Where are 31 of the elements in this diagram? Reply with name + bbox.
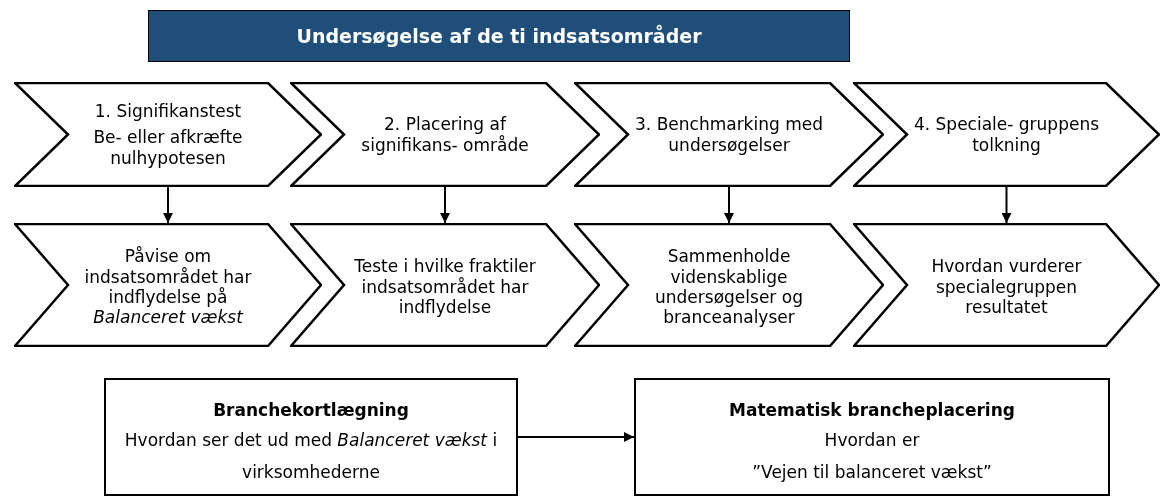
step-text: Be- eller afkræfte nulhypotesen <box>92 127 244 169</box>
step-text: 3. Benchmarking med undersøgelser <box>634 114 824 155</box>
chevron-step <box>853 82 1160 187</box>
chevron-step <box>853 223 1160 347</box>
chevron-step <box>14 82 322 187</box>
box-heading: Matematisk brancheplacering <box>729 399 1015 422</box>
step-text: 1. Signifikanstest <box>94 100 242 122</box>
arrow <box>440 186 450 224</box>
step-text: 2. Placering af signifikans- område <box>360 114 530 155</box>
step-text: ”Vejen til balanceret vækst” <box>752 461 992 484</box>
chevron-step <box>574 82 884 187</box>
step-text: Hvordan ser det ud med Balanceret vækst i virksomhederne <box>123 429 499 484</box>
step-text: 4. Speciale- gruppens tolkning <box>912 114 1101 155</box>
chevron-step <box>574 223 884 347</box>
title-text: Undersøgelse af de ti indsatsområder <box>296 25 702 47</box>
step-text: Hvordan er <box>824 429 920 452</box>
chevron-step <box>290 82 600 187</box>
chevron-step <box>290 223 600 347</box>
title-banner <box>148 10 850 62</box>
step-text: Påvise om indsatsområdet har indflydelse på Balanceret vækst <box>83 246 253 328</box>
text-box <box>104 378 518 496</box>
step-text: Hvordan vurderer specialegruppen resultatet <box>930 256 1083 318</box>
arrow <box>724 186 734 224</box>
text-box <box>634 378 1110 496</box>
arrow <box>163 186 173 224</box>
chevron-step <box>14 223 322 347</box>
arrow <box>517 432 635 442</box>
arrow <box>1001 186 1012 224</box>
step-text: Teste i hvilke fraktiler indsatsområdet har indflydelse <box>353 256 537 318</box>
box-heading: Branchekortlægning <box>213 399 409 422</box>
step-text: Sammenholde videnskablige undersøgelser og branceanalyser <box>654 246 804 328</box>
